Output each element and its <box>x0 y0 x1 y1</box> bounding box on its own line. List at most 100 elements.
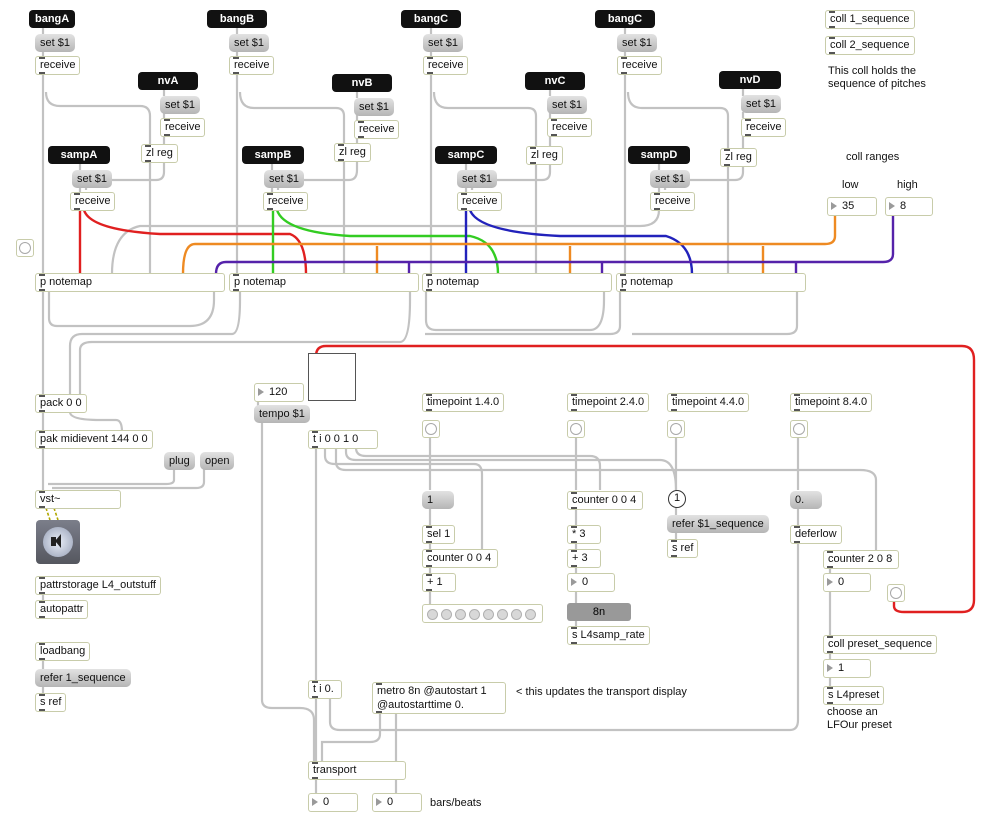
coll-1-sequence[interactable]: coll 1_sequence <box>825 10 915 29</box>
send-nvD[interactable]: nvD <box>719 71 781 89</box>
set-message[interactable]: set $1 <box>423 34 463 52</box>
pack-object[interactable]: pack 0 0 <box>35 394 87 413</box>
timepoint-4[interactable]: timepoint 4.4.0 <box>667 393 750 412</box>
set-message[interactable]: set $1 <box>617 34 657 52</box>
metro-object[interactable]: metro 8n @autostart 1 @autostarttime 0. <box>372 682 506 714</box>
send-ref[interactable]: s ref <box>35 693 67 712</box>
set-message[interactable]: set $1 <box>547 96 587 114</box>
timepoint-8[interactable]: timepoint 8.4.0 <box>790 393 873 412</box>
receive-object[interactable]: receive <box>423 56 469 75</box>
set-message[interactable]: set $1 <box>354 98 394 116</box>
transport-object[interactable]: transport <box>308 761 406 780</box>
send-samp-rate[interactable]: s L4samp_rate <box>567 626 650 645</box>
bang-button[interactable] <box>790 420 808 438</box>
tempo-number[interactable]: 120 <box>254 383 304 402</box>
receive-object[interactable]: receive <box>354 120 400 139</box>
timepoint-1[interactable]: timepoint 1.4.0 <box>422 393 505 412</box>
plus-one-object[interactable]: + 1 <box>422 573 456 592</box>
zl-reg-object[interactable]: zl reg <box>141 144 178 163</box>
send-nvC[interactable]: nvC <box>525 72 585 90</box>
bang-button[interactable] <box>567 420 585 438</box>
one-message[interactable]: 1 <box>422 491 454 509</box>
send-sampA[interactable]: sampA <box>48 146 110 164</box>
zero-message[interactable]: 0. <box>790 491 822 509</box>
bars-number[interactable]: 0 <box>308 793 358 812</box>
zl-reg-object[interactable]: zl reg <box>526 146 563 165</box>
sample-rate-number[interactable]: 0 <box>567 573 615 592</box>
refer-sequence-message[interactable]: refer $1_sequence <box>667 515 769 533</box>
pattrstorage[interactable]: pattrstorage L4_outstuff <box>35 576 161 595</box>
bang-button[interactable] <box>16 239 34 257</box>
set-message[interactable]: set $1 <box>457 170 497 188</box>
send-preset[interactable]: s L4preset <box>823 686 885 705</box>
receive-object[interactable]: receive <box>547 118 593 137</box>
send-bangC[interactable]: bangC <box>595 10 655 28</box>
send-nvB[interactable]: nvB <box>332 74 392 92</box>
send-ref[interactable]: s ref <box>667 539 699 558</box>
sel-object[interactable]: sel 1 <box>422 525 456 544</box>
receive-object[interactable]: receive <box>617 56 663 75</box>
zl-reg-object[interactable]: zl reg <box>334 143 371 162</box>
notemap-b[interactable]: p notemap <box>229 273 419 292</box>
set-message[interactable]: set $1 <box>35 34 75 52</box>
autopattr[interactable]: autopattr <box>35 600 89 619</box>
send-bangA[interactable]: bangA <box>29 10 75 28</box>
send-bangC[interactable]: bangC <box>401 10 461 28</box>
dial-one[interactable]: 1 <box>668 490 686 508</box>
counter-2-0-8[interactable]: counter 2 0 8 <box>823 550 899 569</box>
notemap-c[interactable]: p notemap <box>422 273 612 292</box>
high-number[interactable]: 8 <box>885 197 933 216</box>
send-bangB[interactable]: bangB <box>207 10 267 28</box>
receive-object[interactable]: receive <box>70 192 116 211</box>
metro-line2: @autostarttime 0. <box>377 699 464 711</box>
zl-reg-object[interactable]: zl reg <box>720 148 757 167</box>
notemap-a[interactable]: p notemap <box>35 273 225 292</box>
low-number[interactable]: 35 <box>827 197 877 216</box>
receive-object[interactable]: receive <box>229 56 275 75</box>
trigger-object[interactable]: t i 0 0 1 0 <box>308 430 378 449</box>
coll-preset-sequence[interactable]: coll preset_sequence <box>823 635 937 654</box>
set-message[interactable]: set $1 <box>72 170 112 188</box>
send-sampD[interactable]: sampD <box>628 146 690 164</box>
send-nvA[interactable]: nvA <box>138 72 198 90</box>
beats-number[interactable]: 0 <box>372 793 422 812</box>
set-message[interactable]: set $1 <box>741 95 781 113</box>
step-indicator[interactable] <box>422 604 543 623</box>
counter-object[interactable]: counter 0 0 4 <box>422 549 498 568</box>
set-message[interactable]: set $1 <box>650 170 690 188</box>
send-sampC[interactable]: sampC <box>435 146 497 164</box>
preset-number[interactable]: 1 <box>823 659 871 678</box>
bang-button[interactable] <box>887 584 905 602</box>
set-message[interactable]: set $1 <box>264 170 304 188</box>
speaker-icon[interactable] <box>36 520 80 564</box>
display-panel[interactable] <box>308 353 356 401</box>
plus-three-object[interactable]: + 3 <box>567 549 601 568</box>
plug-message[interactable]: plug <box>164 452 195 470</box>
times-three-object[interactable]: * 3 <box>567 525 601 544</box>
vst-object[interactable]: vst~ <box>35 490 121 509</box>
receive-object[interactable]: receive <box>741 118 787 137</box>
set-message[interactable]: set $1 <box>160 96 200 114</box>
counter-object[interactable]: counter 0 0 4 <box>567 491 643 510</box>
counter-number[interactable]: 0 <box>823 573 871 592</box>
trigger-i-zero[interactable]: t i 0. <box>308 680 342 699</box>
open-message[interactable]: open <box>200 452 235 470</box>
rate-display[interactable]: 8n <box>567 603 631 621</box>
set-message[interactable]: set $1 <box>229 34 269 52</box>
deferlow-object[interactable]: deferlow <box>790 525 842 544</box>
receive-object[interactable]: receive <box>160 118 206 137</box>
coll-2-sequence[interactable]: coll 2_sequence <box>825 36 915 55</box>
bang-button[interactable] <box>422 420 440 438</box>
pak-midievent[interactable]: pak midievent 144 0 0 <box>35 430 153 449</box>
send-sampB[interactable]: sampB <box>242 146 304 164</box>
tempo-message[interactable]: tempo $1 <box>254 405 310 423</box>
notemap-d[interactable]: p notemap <box>616 273 806 292</box>
receive-object[interactable]: receive <box>35 56 81 75</box>
receive-object[interactable]: receive <box>263 192 309 211</box>
receive-object[interactable]: receive <box>650 192 696 211</box>
bang-button[interactable] <box>667 420 685 438</box>
loadbang[interactable]: loadbang <box>35 642 91 661</box>
refer-1-sequence-message[interactable]: refer 1_sequence <box>35 669 131 687</box>
timepoint-2[interactable]: timepoint 2.4.0 <box>567 393 650 412</box>
receive-object[interactable]: receive <box>457 192 503 211</box>
